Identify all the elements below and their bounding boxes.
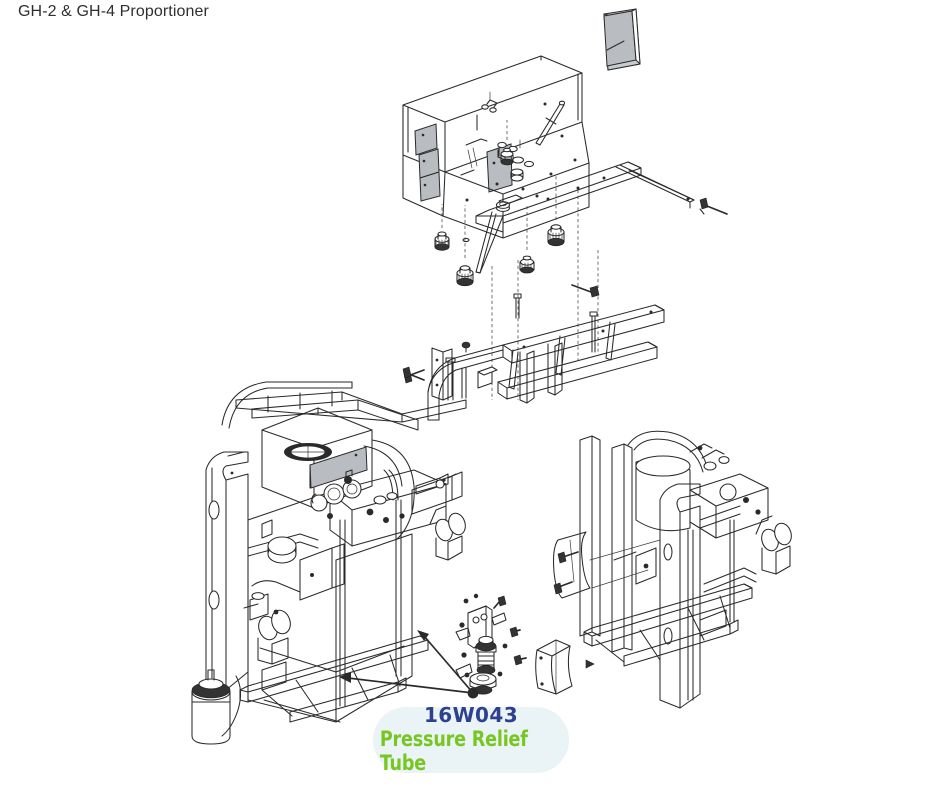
filter-canister	[191, 669, 242, 745]
part-number-label: 16W043	[423, 702, 519, 727]
part-name-label: Pressure Relief Tube	[379, 726, 528, 775]
mounting-frame-crossbar	[403, 284, 665, 421]
access-panel-plate	[603, 8, 641, 71]
cord-grip-hardware	[434, 120, 599, 400]
callout-leader-lines	[339, 630, 479, 699]
left-proportioner-unit	[191, 357, 467, 745]
shroud-cover	[535, 639, 595, 695]
right-proportioner-unit	[552, 430, 792, 709]
part-callout-badge: 16W043 Pressure Relief Tube	[373, 702, 569, 775]
page-title: GH-2 & GH-4 Proportioner	[18, 3, 209, 20]
upper-frame-bracket	[475, 161, 728, 274]
pressure-relief-tube-assembly	[455, 593, 527, 695]
upper-enclosure-assembly	[402, 55, 590, 239]
